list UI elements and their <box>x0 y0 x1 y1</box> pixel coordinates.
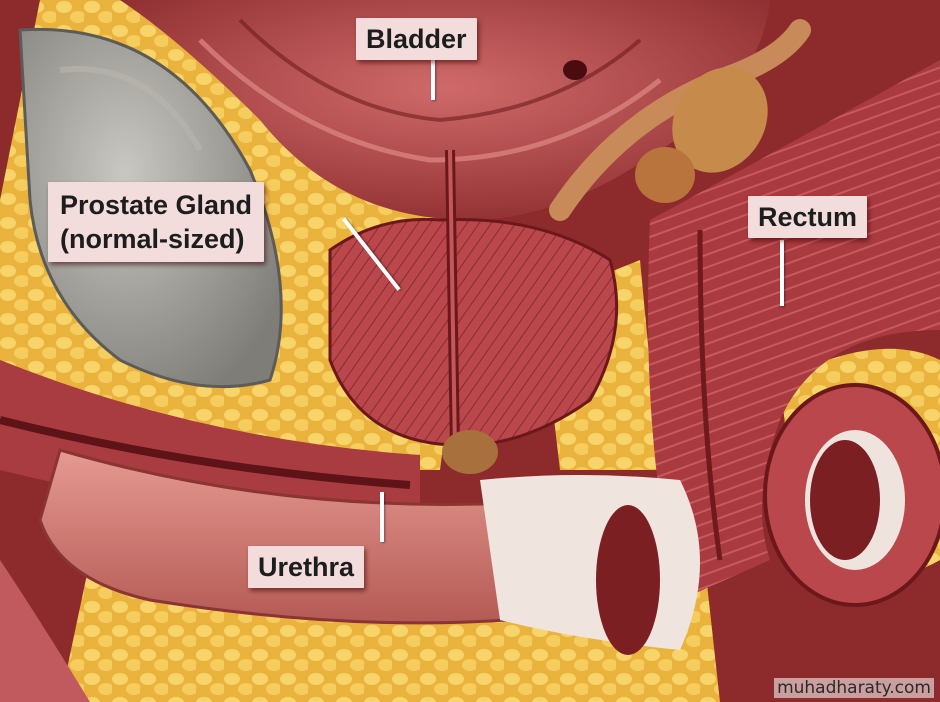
rectum-label: Rectum <box>748 196 868 238</box>
bladder-label: Bladder <box>356 18 477 60</box>
prostate-label-line1: Prostate Gland <box>60 190 253 220</box>
prostate-gland-label: Prostate Gland (normal-sized) <box>48 182 265 262</box>
urethra-leader-line <box>380 492 384 542</box>
prostate-label-line2: (normal-sized) <box>60 224 245 254</box>
urethra-label: Urethra <box>248 546 365 588</box>
rectum-leader-line <box>780 240 784 306</box>
watermark-text: muhadharaty.com <box>774 678 934 698</box>
bladder-leader-line <box>431 58 435 100</box>
